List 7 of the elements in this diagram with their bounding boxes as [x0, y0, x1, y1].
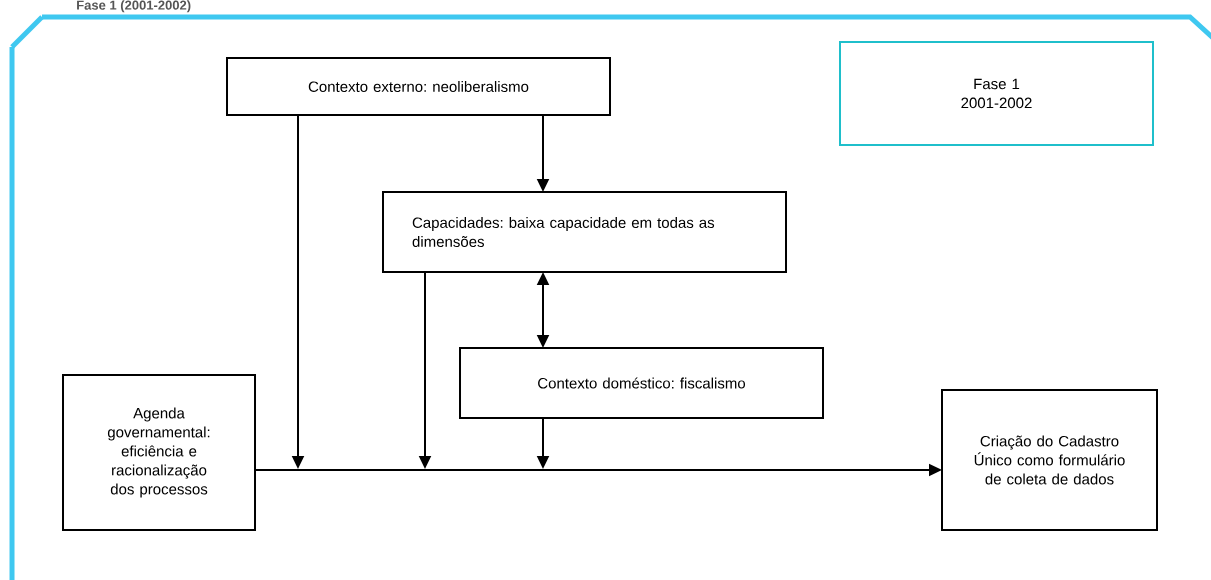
process-box: Contexto externo: neoliberalismo	[226, 57, 611, 116]
title: Fase 1 (2001-2002)	[77, 0, 191, 13]
process-box: Contexto doméstico: fiscalismo	[459, 347, 824, 419]
process-box: Agenda governamental: eficiência e racionalização dos processos	[62, 374, 256, 531]
label-box: Fase 1 2001-2002	[839, 41, 1154, 146]
process-box: Criação do Cadastro Único como formulário de coleta de dados	[941, 389, 1158, 531]
process-box: Capacidades: baixa capacidade em todas as dimensões	[382, 191, 787, 273]
